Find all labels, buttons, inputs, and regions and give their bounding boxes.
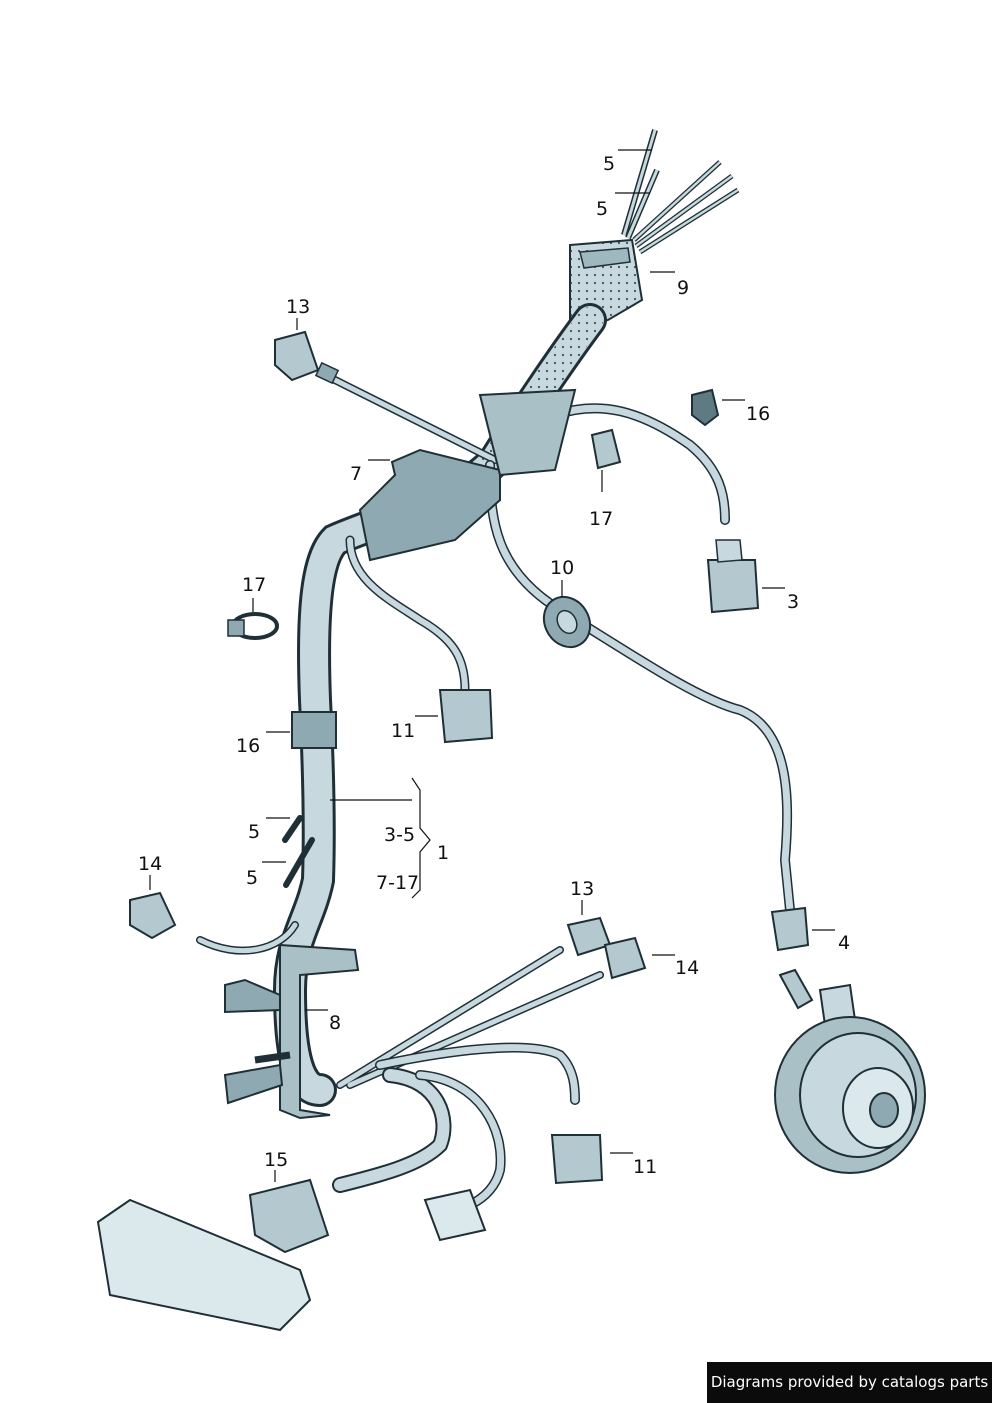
clip-17-right (590, 428, 622, 470)
callout-11-mid: 11 (391, 720, 416, 742)
callout-13-bottom: 13 (570, 878, 595, 900)
callout-5-top: 5 (603, 153, 616, 175)
callout-10: 10 (550, 557, 575, 579)
callout-range-7-17: 7-17 (376, 872, 420, 894)
callout-14-left: 14 (138, 853, 163, 875)
callout-range-3-5: 3-5 (384, 824, 416, 846)
callout-15: 15 (264, 1149, 289, 1171)
footer-attribution: Diagrams provided by catalogs parts (707, 1362, 992, 1403)
callout-7: 7 (350, 463, 363, 485)
callout-11-bottom: 11 (633, 1156, 658, 1178)
clip-16-right (691, 388, 720, 427)
callout-3: 3 (787, 591, 800, 613)
callout-4: 4 (838, 932, 851, 954)
brake-disc (774, 1016, 926, 1174)
connector-13-top (274, 330, 340, 385)
connector-11-mid (438, 689, 494, 744)
callout-5-mid: 5 (596, 198, 609, 220)
callout-14-bottom: 14 (675, 957, 700, 979)
connector-11-bottom (550, 1134, 604, 1185)
callout-13-top: 13 (286, 296, 311, 318)
connector-15 (248, 1178, 330, 1254)
clip-16-left (291, 711, 337, 749)
connector-14-bottom (603, 936, 647, 980)
callout-16-right: 16 (746, 403, 771, 425)
harness-wire-ends (621, 129, 740, 255)
bracket-plate (358, 388, 577, 562)
callout-9: 9 (677, 277, 690, 299)
hose-clamp-17 (227, 612, 279, 640)
leader-lines (149, 149, 835, 1182)
callout-17-left: 17 (242, 574, 267, 596)
callout-5-left-b: 5 (246, 867, 259, 889)
callout-8: 8 (329, 1012, 342, 1034)
connector-13-bottom (566, 916, 612, 957)
connector-14-left (129, 891, 177, 940)
connector-3 (706, 539, 760, 614)
branch-wires (196, 376, 795, 1210)
callout-5-left-a: 5 (248, 821, 261, 843)
callout-1: 1 (437, 842, 450, 864)
grommet-10 (542, 595, 592, 649)
headlamp (96, 1198, 312, 1332)
bracket-lower (223, 943, 360, 1120)
connector-plug (423, 1188, 487, 1242)
callout-17-right: 17 (589, 508, 614, 530)
callout-16-left: 16 (236, 735, 261, 757)
sensor-connector-4 (770, 906, 810, 952)
